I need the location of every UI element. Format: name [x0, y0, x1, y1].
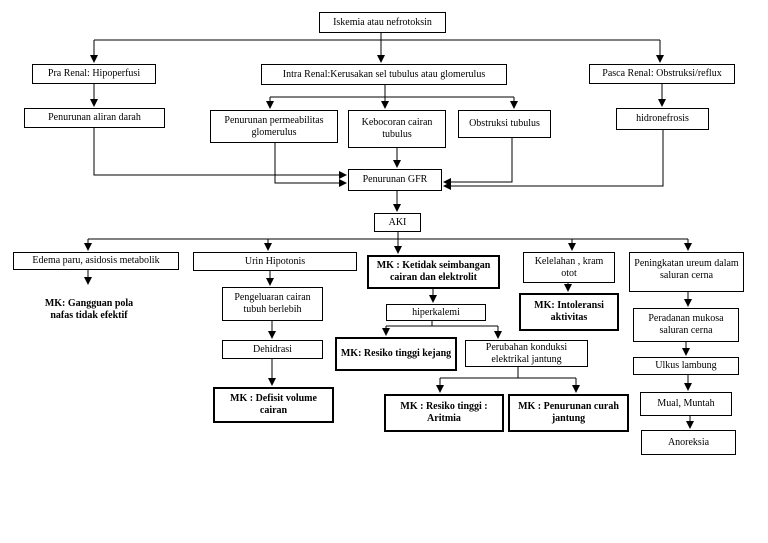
node-ulkus: Ulkus lambung — [633, 357, 739, 375]
node-post-renal: Pasca Renal: Obstruksi/reflux — [589, 64, 735, 84]
node-edema: Edema paru, asidosis metabolik — [13, 252, 179, 270]
node-penurunan-aliran: Penurunan aliran darah — [24, 108, 165, 128]
node-kelelahan: Kelelahan , kram otot — [523, 252, 615, 283]
node-aki: AKI — [374, 213, 421, 232]
node-mk-aritmia: MK : Resiko tinggi : Aritmia — [384, 394, 504, 432]
node-pengeluaran-cairan: Pengeluaran cairan tubuh berlebih — [222, 287, 323, 321]
node-intra-renal: Intra Renal:Kerusakan sel tubulus atau g… — [261, 64, 507, 85]
node-mk-kejang: MK: Resiko tinggi kejang — [335, 337, 457, 371]
node-obstruksi-tubulus: Obstruksi tubulus — [458, 110, 551, 138]
node-mk-ketidakseimbangan: MK : Ketidak seimbangan cairan dan elekt… — [367, 255, 500, 289]
node-pre-renal: Pra Renal: Hipoperfusi — [32, 64, 156, 84]
node-perubahan-konduksi: Perubahan konduksi elektrikal jantung — [465, 340, 588, 367]
node-mk-defisit: MK : Defisit volume cairan — [213, 387, 334, 423]
edge-perm-gfr — [274, 143, 347, 187]
node-penurunan-permeabilitas: Penurunan permeabilitas glomerulus — [210, 110, 338, 143]
node-peningkatan-ureum: Peningkatan ureum dalam saluran cerna — [629, 252, 744, 292]
node-penurunan-gfr: Penurunan GFR — [348, 169, 442, 191]
node-urin-hipotonis: Urin Hipotonis — [193, 252, 357, 271]
node-hidronefrosis: hidronefrosis — [616, 108, 709, 130]
node-mk-pola-nafas: MK: Gangguan pola nafas tidak efektif — [38, 286, 140, 333]
edge-aliran-gfr — [93, 128, 347, 179]
edge-obstruksi-gfr — [443, 138, 513, 186]
node-mual: Mual, Muntah — [640, 392, 732, 416]
node-root: Iskemia atau nefrotoksin — [319, 12, 446, 33]
node-peradangan: Peradanan mukosa saluran cerna — [633, 308, 739, 342]
node-dehidrasi: Dehidrasi — [222, 340, 323, 359]
node-mk-intoleransi: MK: Intoleransi aktivitas — [519, 293, 619, 331]
node-mk-curah-jantung: MK : Penurunan curah jantung — [508, 394, 629, 432]
node-hiperkalemi: hiperkalemi — [386, 304, 486, 321]
node-kebocoran: Kebocoran cairan tubulus — [348, 110, 446, 148]
node-anoreksia: Anoreksia — [641, 430, 736, 455]
edge-hidro-gfr — [443, 130, 664, 190]
